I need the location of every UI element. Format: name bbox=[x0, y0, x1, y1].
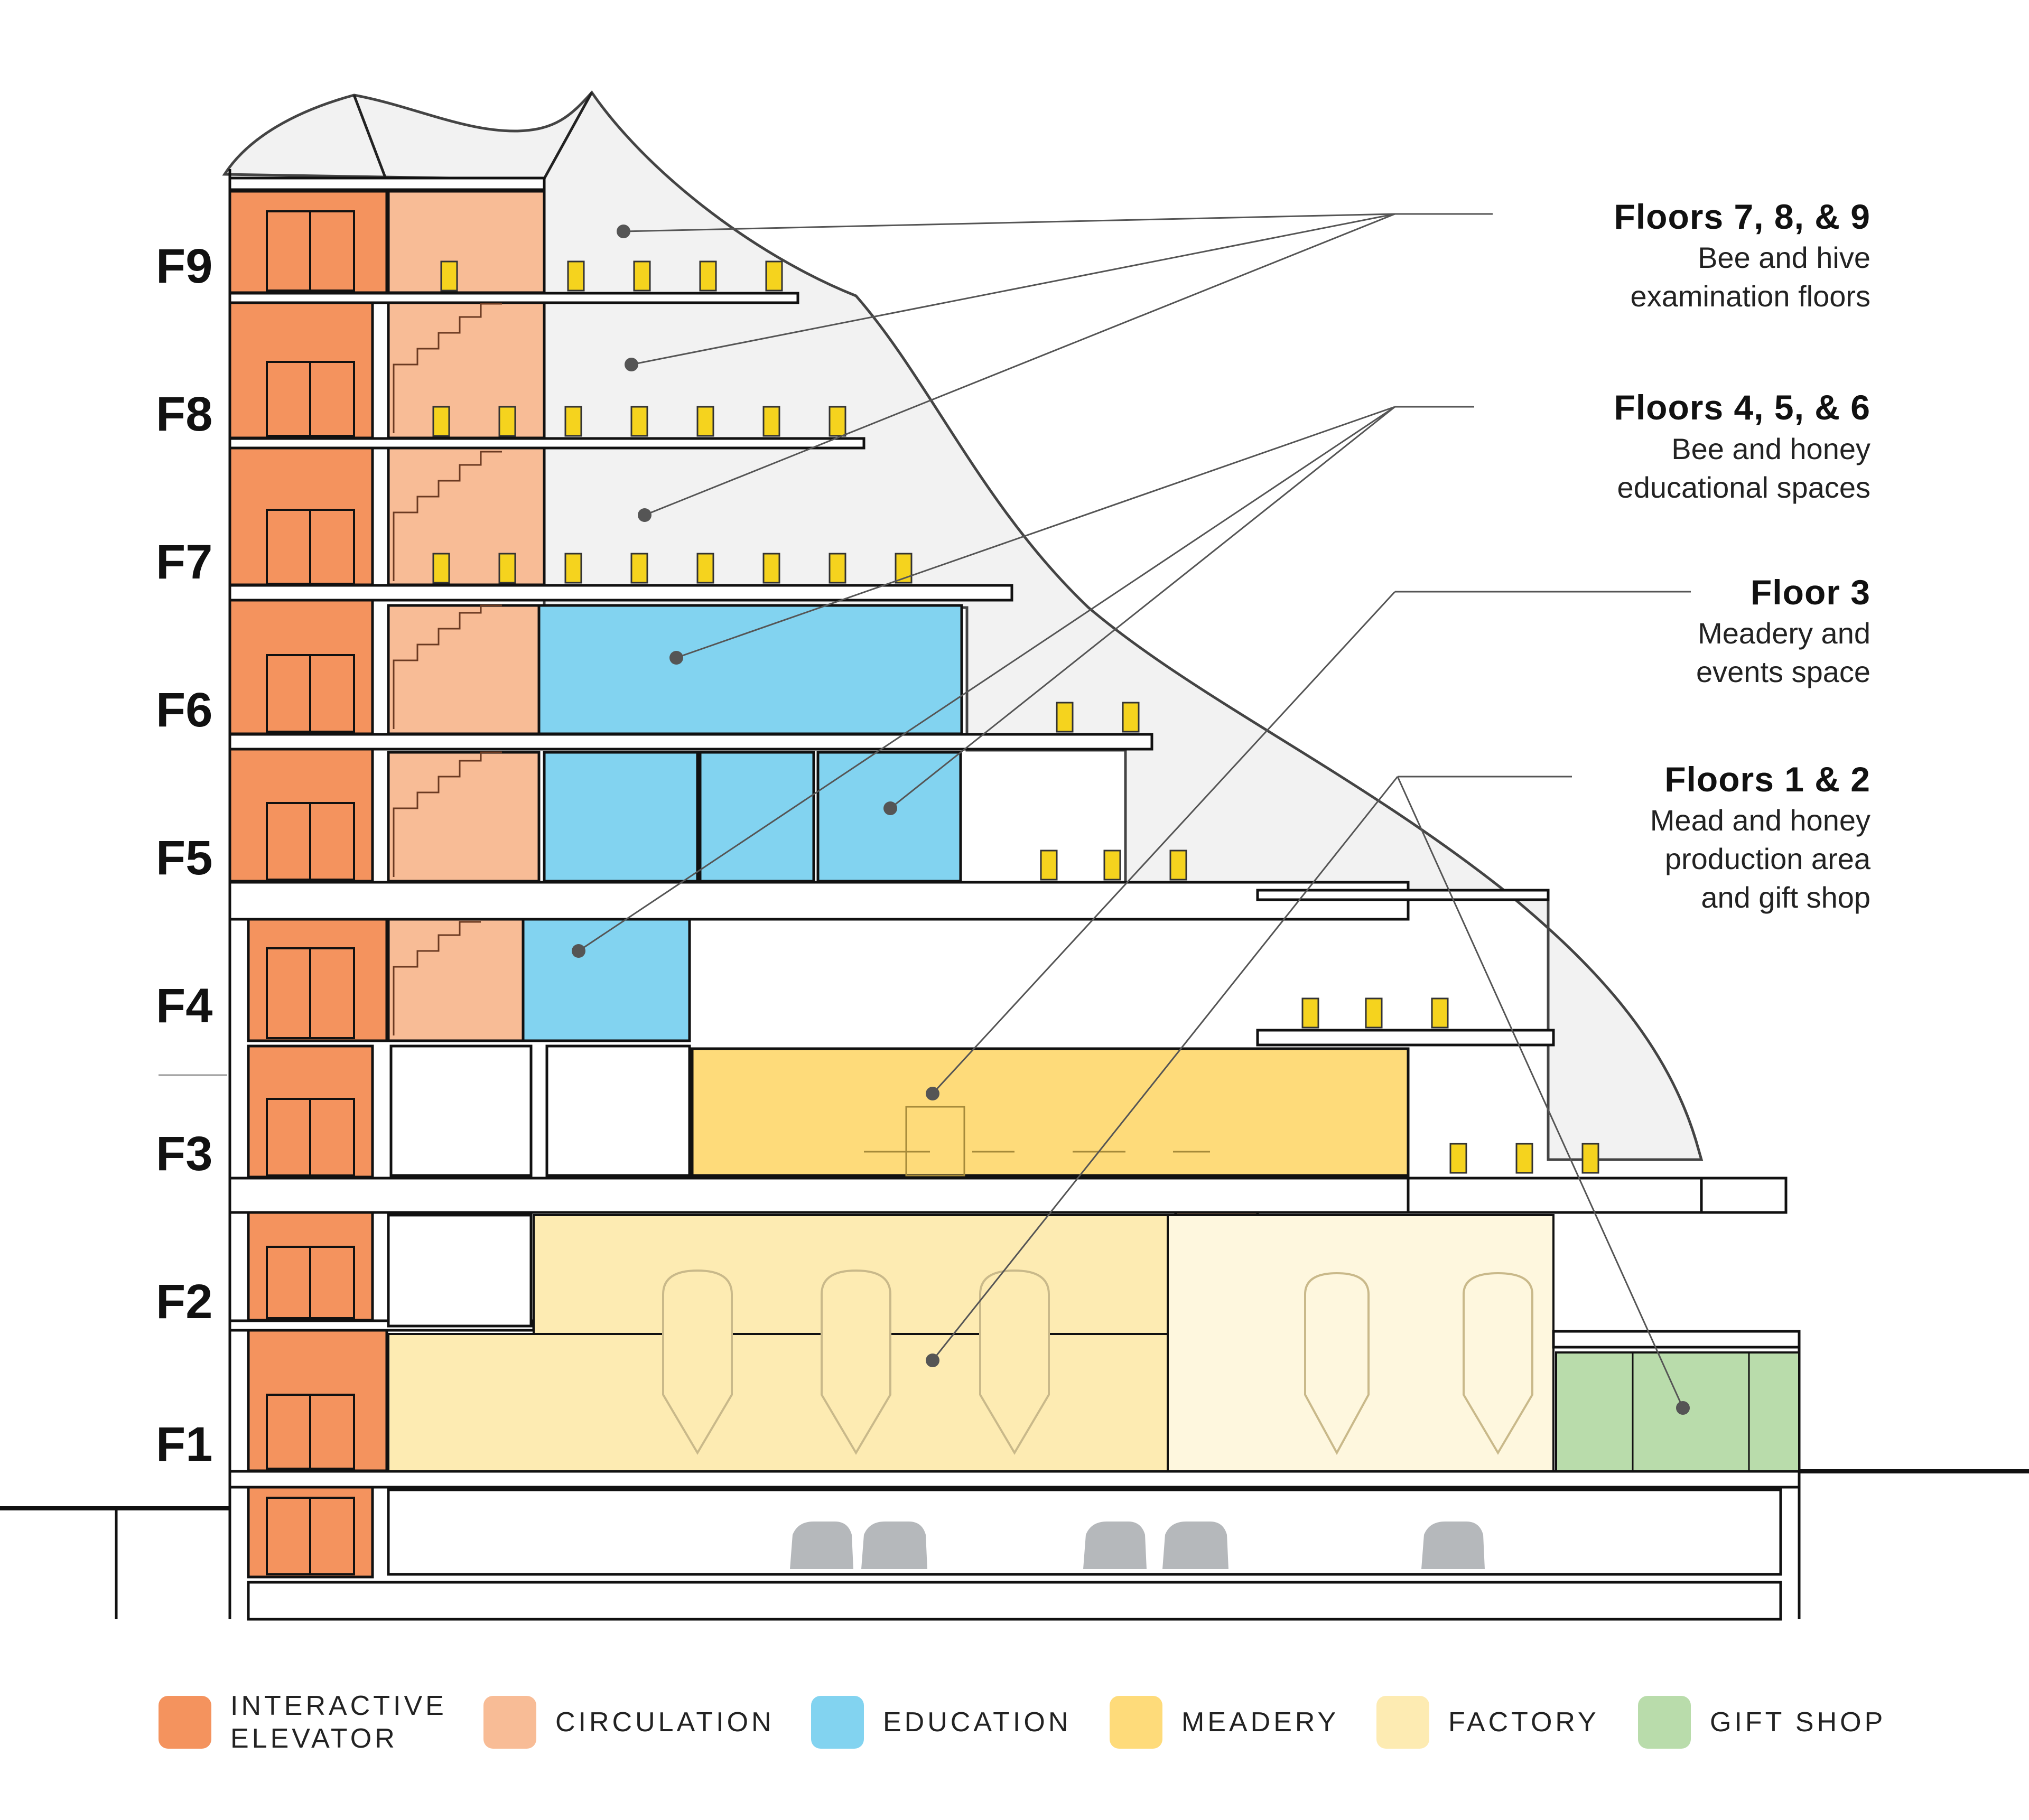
annotation-text: Bee and honey bbox=[1671, 432, 1870, 465]
structural-slabs bbox=[228, 292, 1801, 1489]
legend-label: GIFT SHOP bbox=[1710, 1707, 1886, 1738]
annotation-text: and gift shop bbox=[1701, 881, 1870, 914]
floor-label: F6 bbox=[156, 683, 212, 737]
legend: INTERACTIVE ELEVATOR CIRCULATION EDUCATI… bbox=[159, 1691, 1902, 1754]
floor-labels: F9 F8 F7 F6 F5 F4 F3 F2 F1 bbox=[156, 239, 212, 1471]
gift-shop-space bbox=[1552, 1330, 1801, 1472]
car-icon bbox=[790, 1522, 1485, 1569]
staircase-icon bbox=[393, 303, 502, 1035]
annotation-text: Mead and honey bbox=[1650, 804, 1870, 837]
legend-item-elevator: INTERACTIVE ELEVATOR bbox=[159, 1691, 447, 1754]
legend-label-line: INTERACTIVE bbox=[230, 1691, 447, 1721]
beehive-icon bbox=[432, 260, 1599, 1174]
legend-label: CIRCULATION bbox=[555, 1707, 775, 1738]
floor-label: F7 bbox=[156, 535, 212, 589]
annotation-text: Meadery and bbox=[1698, 617, 1870, 650]
legend-swatch bbox=[1638, 1696, 1691, 1749]
legend-label: MEADERY bbox=[1181, 1707, 1339, 1738]
legend-swatch bbox=[1376, 1696, 1429, 1749]
floor-label: F9 bbox=[156, 239, 212, 293]
annotation-text: production area bbox=[1664, 842, 1870, 875]
legend-item-circulation: CIRCULATION bbox=[483, 1691, 775, 1754]
legend-item-factory: FACTORY bbox=[1376, 1691, 1599, 1754]
floor-label: F5 bbox=[156, 831, 212, 885]
legend-item-meadery: MEADERY bbox=[1110, 1691, 1339, 1754]
annotation-text: examination floors bbox=[1630, 279, 1870, 313]
meadery-space bbox=[691, 1047, 1410, 1177]
annotation-text: events space bbox=[1696, 655, 1870, 688]
legend-label: FACTORY bbox=[1448, 1707, 1599, 1738]
legend-swatch bbox=[159, 1696, 211, 1749]
education-space bbox=[522, 604, 963, 1042]
factory-space bbox=[387, 1214, 1555, 1472]
floor-label: F8 bbox=[156, 387, 212, 441]
annotation-title: Floors 4, 5, & 6 bbox=[1614, 388, 1870, 427]
floor-label: F3 bbox=[156, 1127, 212, 1181]
floor-label: F1 bbox=[156, 1417, 212, 1471]
legend-item-gift-shop: GIFT SHOP bbox=[1638, 1691, 1886, 1754]
floor-label: F4 bbox=[156, 979, 212, 1033]
legend-item-education: EDUCATION bbox=[811, 1691, 1071, 1754]
legend-swatch bbox=[811, 1696, 864, 1749]
legend-label: INTERACTIVE ELEVATOR bbox=[230, 1690, 447, 1755]
restrooms bbox=[387, 1044, 691, 1328]
annotation-text: Bee and hive bbox=[1698, 241, 1870, 274]
annotation-title: Floors 1 & 2 bbox=[1664, 760, 1870, 799]
elevator-door-icon bbox=[266, 210, 355, 1575]
leader-dots bbox=[572, 225, 1690, 1415]
legend-label: EDUCATION bbox=[883, 1707, 1072, 1738]
leader-lines bbox=[578, 213, 1691, 1408]
glass-envelope bbox=[222, 90, 1704, 1161]
legend-label-line: ELEVATOR bbox=[230, 1723, 398, 1754]
annotation-title: Floors 7, 8, & 9 bbox=[1614, 197, 1870, 236]
annotation-text: educational spaces bbox=[1617, 471, 1870, 504]
fermentation-tank-icon bbox=[662, 1269, 1533, 1455]
floor-label: F2 bbox=[156, 1275, 212, 1329]
legend-swatch bbox=[483, 1696, 536, 1749]
annotation-title: Floor 3 bbox=[1750, 573, 1870, 612]
legend-swatch bbox=[1110, 1696, 1162, 1749]
